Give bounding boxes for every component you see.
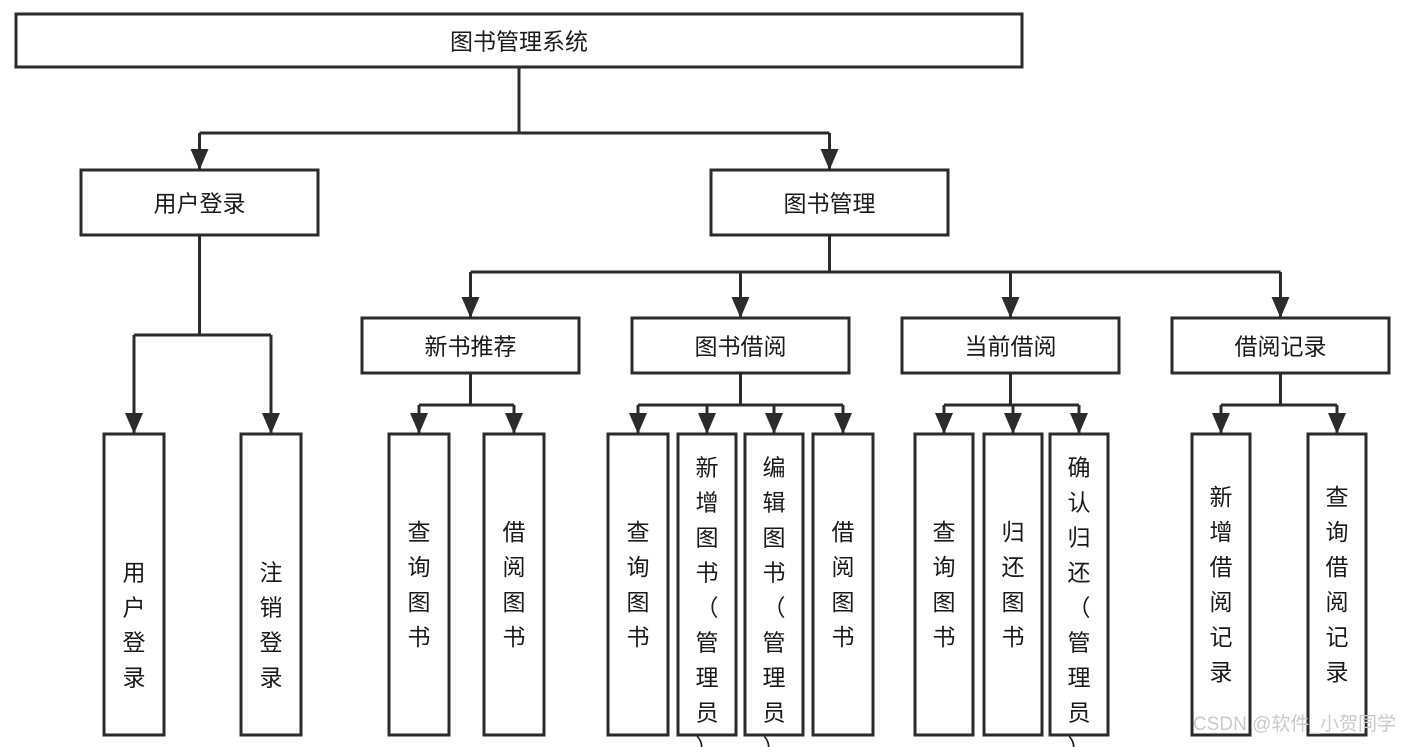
node-box-leaf-query-book-3[interactable] [913,432,975,737]
node-label-borrow-record: 借阅记录 [1235,334,1327,360]
node-leaf-confirm-return[interactable]: 确认归还（管理员） [1048,432,1110,747]
node-leaf-edit-book[interactable]: 编辑图书（管理员） [743,432,805,747]
node-box-leaf-query-book-2[interactable] [606,432,670,737]
node-book-management[interactable]: 图书管理 [709,168,950,237]
node-box-leaf-edit-book[interactable] [743,432,805,737]
node-box-leaf-query-book-1[interactable] [387,432,451,737]
node-leaf-logout[interactable]: 注销登录 [239,432,303,737]
node-leaf-add-record[interactable]: 新增借阅记录 [1190,432,1252,737]
node-label-leaf-add-record: 新增借阅记录 [1210,484,1233,685]
node-current-borrow[interactable]: 当前借阅 [900,316,1121,375]
arrow-head-icon [1212,413,1230,434]
node-box-new-book-recommend[interactable] [360,316,581,375]
node-label-leaf-borrow-book-1: 借阅图书 [503,519,526,650]
node-label-leaf-borrow-book-2: 借阅图书 [832,519,855,650]
arrow-head-icon [935,413,953,434]
node-label-book-management: 图书管理 [784,191,876,217]
arrow-head-icon [834,413,852,434]
node-box-current-borrow[interactable] [900,316,1121,375]
arrow-head-icon [1271,297,1290,318]
node-leaf-query-book-2[interactable]: 查询图书 [606,432,670,737]
node-borrow-record[interactable]: 借阅记录 [1170,316,1391,375]
connector-layer [125,67,1346,434]
node-box-leaf-confirm-return[interactable] [1048,432,1110,737]
node-box-leaf-borrow-book-1[interactable] [482,432,546,737]
node-leaf-borrow-book-2[interactable]: 借阅图书 [811,432,875,737]
node-leaf-query-record[interactable]: 查询借阅记录 [1306,432,1368,737]
node-box-book-management[interactable] [709,168,950,237]
node-leaf-return-book[interactable]: 归还图书 [982,432,1044,737]
node-user-login[interactable]: 用户登录 [79,168,320,237]
arrow-head-icon [731,297,750,318]
node-new-book-recommend[interactable]: 新书推荐 [360,316,581,375]
node-label-leaf-query-book-2: 查询图书 [627,519,650,650]
node-label-leaf-return-book: 归还图书 [1002,519,1025,650]
node-leaf-user-login[interactable]: 用户登录 [102,432,166,737]
arrow-head-icon [262,413,280,434]
node-leaf-add-book[interactable]: 新增图书（管理员） [676,432,738,747]
node-box-leaf-query-record[interactable] [1306,432,1368,737]
node-label-book-borrow: 图书借阅 [695,334,787,360]
arrow-head-icon [1328,413,1346,434]
node-label-leaf-user-login: 用户登录 [123,560,146,691]
node-box-leaf-logout[interactable] [239,432,303,737]
csdn-watermark: CSDN @软件_小贺同学 [1193,713,1396,735]
arrow-head-icon [820,149,839,170]
node-box-root[interactable] [14,12,1024,69]
arrow-head-icon [1070,413,1088,434]
node-layer: 图书管理系统用户登录图书管理新书推荐图书借阅当前借阅借阅记录用户登录注销登录查询… [14,12,1391,747]
node-label-leaf-query-record: 查询借阅记录 [1326,484,1349,685]
node-book-borrow[interactable]: 图书借阅 [630,316,851,375]
arrow-head-icon [698,413,716,434]
node-label-leaf-query-book-3: 查询图书 [933,519,956,650]
node-label-leaf-edit-book: 编辑图书（管理员） [763,455,786,747]
node-leaf-borrow-book-1[interactable]: 借阅图书 [482,432,546,737]
node-box-leaf-add-record[interactable] [1190,432,1252,737]
arrow-head-icon [1001,297,1020,318]
node-box-leaf-user-login[interactable] [102,432,166,737]
node-label-new-book-recommend: 新书推荐 [425,334,517,360]
node-label-current-borrow: 当前借阅 [965,334,1057,360]
node-box-leaf-borrow-book-2[interactable] [811,432,875,737]
node-label-leaf-logout: 注销登录 [260,560,283,691]
node-box-user-login[interactable] [79,168,320,237]
arrow-head-icon [125,413,143,434]
node-box-borrow-record[interactable] [1170,316,1391,375]
node-label-leaf-query-book-1: 查询图书 [408,519,431,650]
arrow-head-icon [461,297,480,318]
arrow-head-icon [629,413,647,434]
node-leaf-query-book-3[interactable]: 查询图书 [913,432,975,737]
arrow-head-icon [765,413,783,434]
node-leaf-query-book-1[interactable]: 查询图书 [387,432,451,737]
arrow-head-icon [1004,413,1022,434]
node-label-root: 图书管理系统 [450,29,588,55]
node-root[interactable]: 图书管理系统 [14,12,1024,69]
arrow-head-icon [190,149,209,170]
node-box-leaf-add-book[interactable] [676,432,738,737]
node-box-leaf-return-book[interactable] [982,432,1044,737]
arrow-head-icon [505,413,523,434]
node-label-leaf-confirm-return: 确认归还（管理员） [1068,455,1091,747]
node-box-book-borrow[interactable] [630,316,851,375]
arrow-head-icon [410,413,428,434]
node-label-user-login: 用户登录 [154,191,246,217]
node-label-leaf-add-book: 新增图书（管理员） [696,455,719,747]
